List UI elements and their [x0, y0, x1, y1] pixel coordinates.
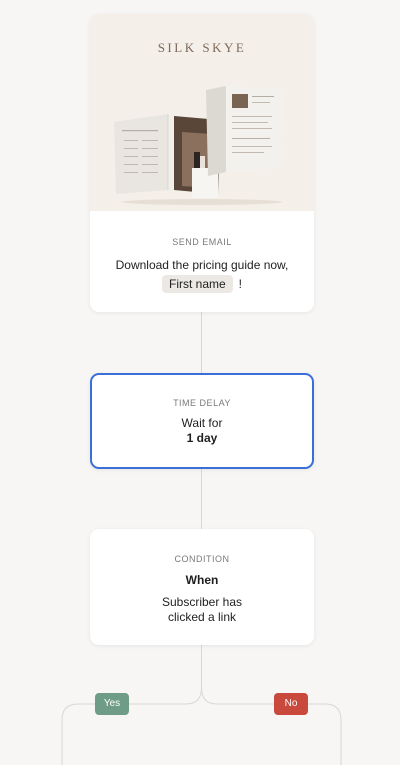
email-text-line: Download the pricing guide now, [115, 258, 289, 272]
delay-duration: 1 day [186, 431, 218, 445]
email-subject: Download the pricing guide now, First na… [90, 256, 314, 294]
yes-branch-badge[interactable]: Yes [95, 693, 129, 715]
condition-label: CONDITION [174, 554, 230, 564]
condition-step[interactable]: CONDITION When Subscriber has clicked a … [90, 529, 314, 645]
time-delay-label: TIME DELAY [173, 398, 231, 408]
condition-when: When [185, 573, 219, 587]
condition-description: Subscriber has clicked a link [90, 595, 314, 625]
wait-for-text: Wait for [181, 416, 223, 430]
brand-logo: SILK SKYE [157, 40, 247, 55]
no-branch-badge[interactable]: No [274, 693, 308, 715]
condition-line-2: clicked a link [167, 610, 237, 624]
connector-yes-branch [61, 645, 202, 765]
first-name-merge-tag[interactable]: First name [161, 275, 233, 293]
connector-no-branch [201, 687, 342, 765]
condition-line-1: Subscriber has [161, 595, 243, 609]
pricing-guide-image [114, 86, 282, 205]
email-text-suffix: ! [238, 277, 243, 291]
send-email-label: SEND EMAIL [172, 237, 232, 247]
send-email-step[interactable]: SILK SKYE [90, 14, 314, 312]
email-preview: SILK SKYE [90, 14, 314, 211]
time-delay-step[interactable]: TIME DELAY Wait for 1 day [90, 373, 314, 469]
